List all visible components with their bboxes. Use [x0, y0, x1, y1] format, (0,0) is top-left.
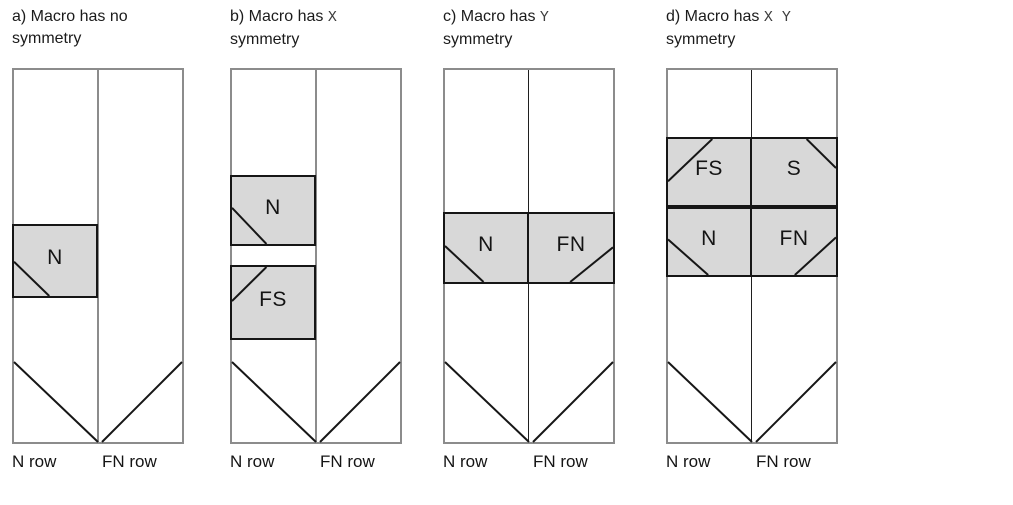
macro-cell-n: N [443, 212, 529, 284]
row-orientation-chevron [444, 361, 614, 443]
row-pair-frame [230, 68, 402, 444]
symmetry-code-text: Y [539, 9, 549, 26]
macro-cell-n: N [666, 207, 752, 277]
orientation-corner-mark [668, 238, 709, 275]
macro-cell-fs: FS [666, 137, 752, 207]
row-orientation-chevron [13, 361, 183, 443]
n-row-label: N row [230, 452, 275, 471]
macro-cell-label: S [786, 157, 802, 180]
fn-row-label: FN row [533, 452, 588, 471]
symmetry-code-text: X [327, 9, 337, 26]
macro-cell-label: FN [779, 227, 809, 250]
orientation-corner-mark [668, 139, 713, 182]
caption-text: symmetry [666, 31, 736, 48]
macro-cell-label: FS [695, 157, 723, 180]
caption-text: symmetry [12, 30, 82, 47]
panel-caption: d) Macro has X Y symmetry [666, 6, 871, 51]
fn-row-label: FN row [756, 452, 811, 471]
fn-row-label: FN row [320, 452, 375, 471]
macro-cell-label: N [478, 233, 494, 256]
caption-text: c) Macro has [443, 8, 540, 25]
macro-cell-fn: FN [750, 207, 838, 277]
caption-text: symmetry [443, 31, 513, 48]
macro-cell-label: N [265, 195, 281, 219]
orientation-corner-mark [232, 267, 268, 302]
orientation-corner-mark [14, 260, 50, 296]
macro-cell-fs: FS [230, 265, 316, 340]
orientation-corner-mark [232, 207, 268, 244]
macro-cell-n: N [230, 175, 316, 246]
macro-cell-label: N [701, 227, 717, 250]
macro-cell-label: FN [556, 233, 586, 256]
n-row-label: N row [12, 452, 57, 471]
row-orientation-chevron [667, 361, 837, 443]
fn-row-label: FN row [102, 452, 157, 471]
orientation-corner-mark [794, 236, 836, 275]
row-divider-line [97, 70, 99, 442]
caption-text: b) Macro has [230, 8, 328, 25]
macro-cell-s: S [750, 137, 838, 207]
n-row-label: N row [443, 452, 488, 471]
orientation-corner-mark [569, 246, 613, 282]
row-divider-line [315, 70, 317, 442]
caption-text: symmetry [230, 31, 300, 48]
panel-caption: a) Macro has no symmetry [12, 6, 217, 50]
row-orientation-chevron [231, 361, 401, 443]
macro-cell-label: N [47, 246, 63, 269]
symmetry-code-text: X Y [763, 9, 791, 26]
caption-text: d) Macro has [666, 8, 764, 25]
macro-cell-label: FS [259, 287, 287, 311]
orientation-corner-mark [445, 245, 485, 282]
orientation-corner-mark [805, 139, 836, 169]
macro-cell-n: N [12, 224, 98, 298]
macro-cell-fn: FN [527, 212, 615, 284]
n-row-label: N row [666, 452, 711, 471]
caption-text: a) Macro has no [12, 8, 128, 25]
